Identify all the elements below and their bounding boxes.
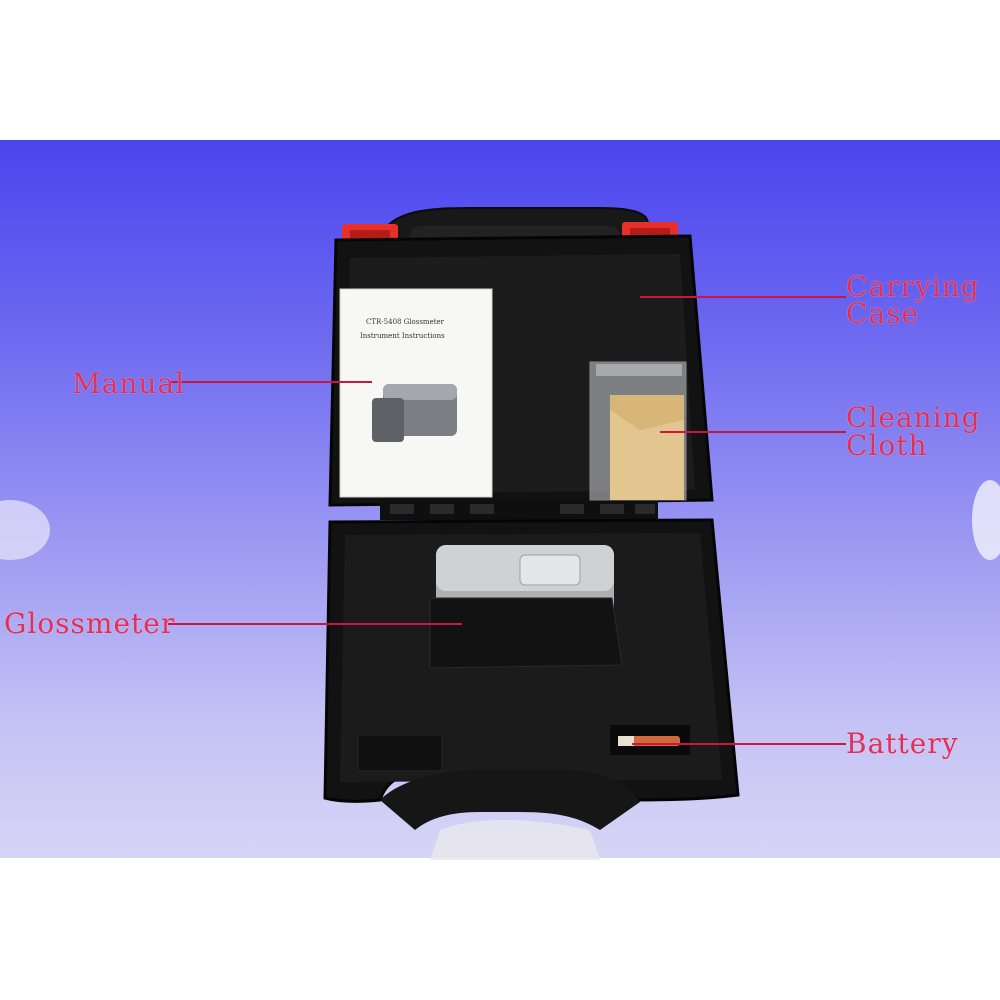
glare-left: [0, 500, 50, 560]
battery-slot: [610, 725, 690, 755]
glossmeter-device: [429, 545, 623, 669]
label-cleaning-cloth-line2: Cloth: [846, 429, 928, 462]
label-carrying-case-line1: Carrying: [846, 270, 980, 303]
label-glossmeter: Glossmeter: [4, 607, 176, 640]
manual-cover-title: CTR-5408 Glossmeter: [366, 318, 445, 326]
label-battery: Battery: [846, 727, 959, 760]
label-cleaning-cloth-line1: Cleaning: [846, 401, 981, 434]
label-manual: Manual: [72, 367, 186, 400]
label-carrying-case-line2: Case: [846, 297, 920, 330]
cleaning-cloth-bag: [589, 361, 687, 501]
glare-right: [972, 480, 1000, 560]
bottom-handle: [380, 770, 640, 830]
leader-lines: [168, 296, 846, 745]
hinge: [380, 498, 658, 520]
manual-booklet: [339, 288, 493, 498]
manual-cover-subtitle: Instrument Instructions: [360, 332, 445, 340]
